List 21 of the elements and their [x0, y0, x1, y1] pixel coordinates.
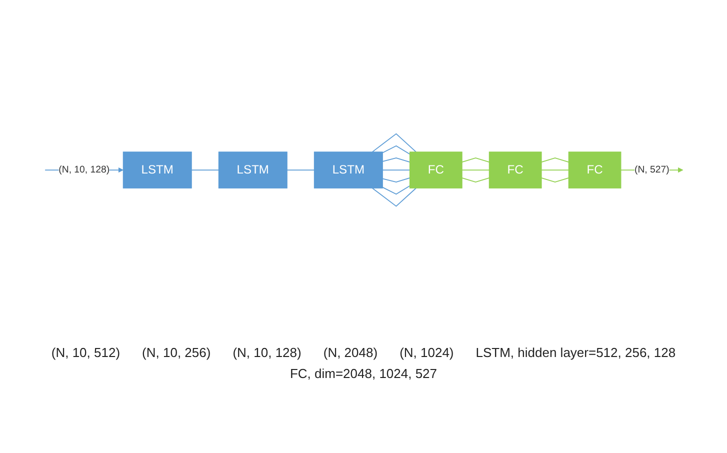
edge-label: (N, 10, 128)	[58, 164, 110, 175]
node-box: LSTM	[122, 152, 192, 188]
node-box: FC	[488, 152, 542, 188]
connector	[461, 157, 490, 162]
connector	[382, 157, 410, 162]
dimension-text: (N, 10, 512)	[51, 345, 120, 360]
node-box: FC	[408, 152, 462, 188]
node-box: LSTM	[218, 152, 287, 188]
connector	[382, 177, 410, 183]
dimension-text: LSTM, hidden layer=512, 256, 128	[476, 345, 676, 360]
dimension-text: FC, dim=2048, 1024, 527	[290, 366, 438, 381]
dimension-text: (N, 10, 256)	[142, 345, 211, 360]
dimension-text: (N, 2048)	[323, 345, 378, 360]
connector	[461, 177, 490, 183]
dimension-text: (N, 1024)	[400, 345, 454, 360]
edge-label: (N, 527)	[634, 164, 669, 175]
connector	[540, 157, 569, 162]
dimension-text: (N, 10, 128)	[232, 345, 302, 360]
connector	[540, 177, 569, 183]
node-box: LSTM	[313, 152, 382, 188]
node-box: FC	[568, 152, 621, 188]
